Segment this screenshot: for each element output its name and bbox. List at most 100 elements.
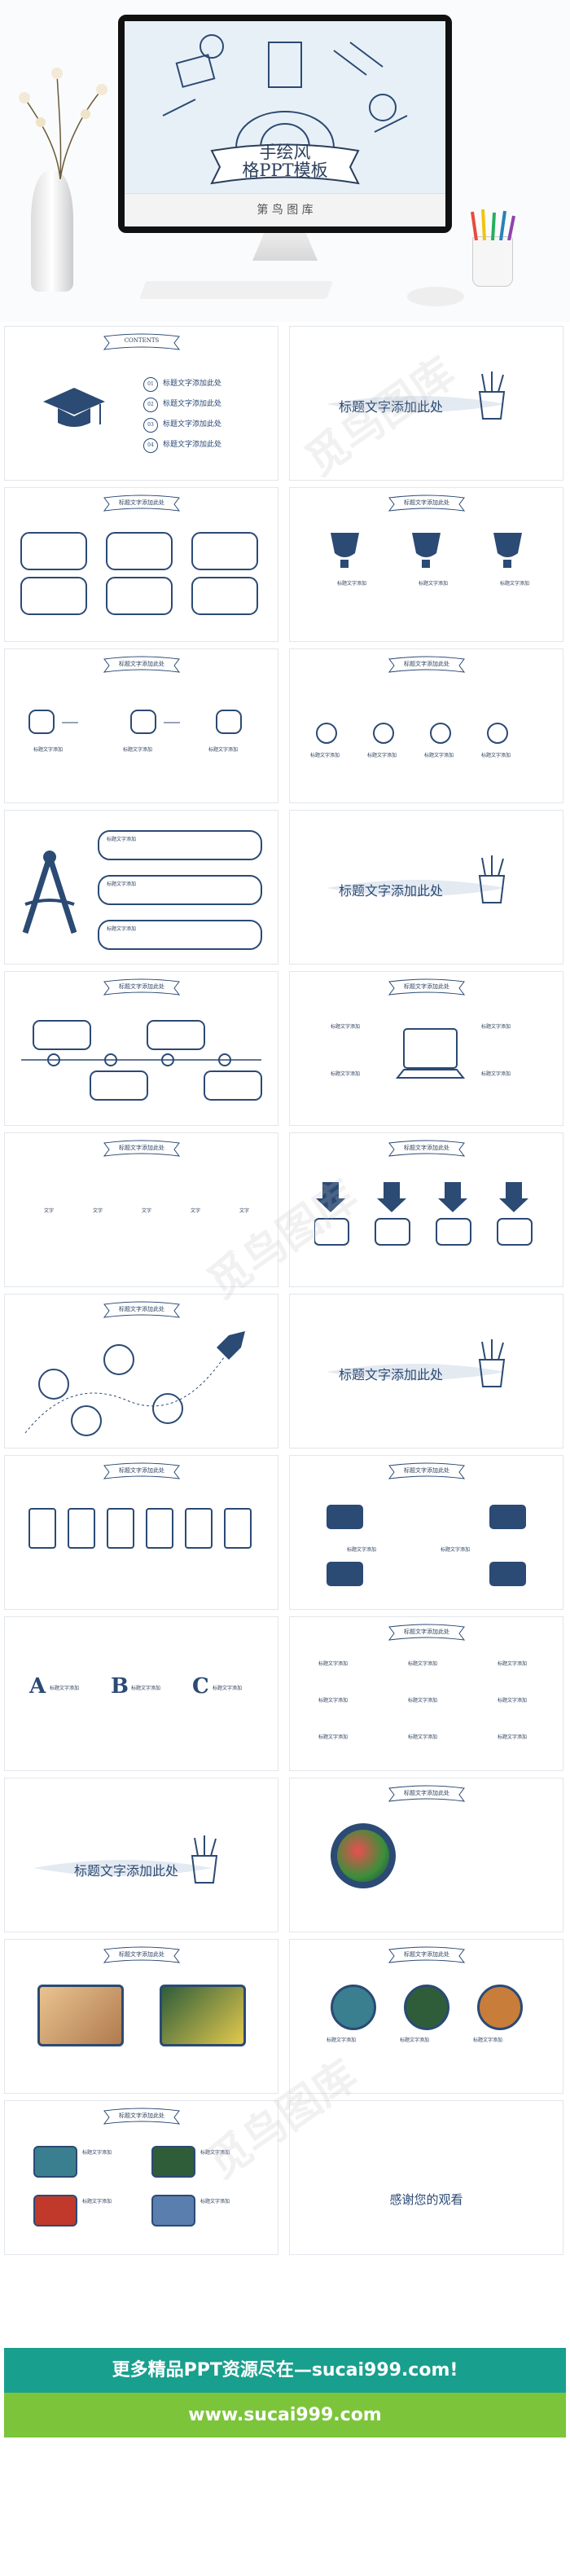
trophy-icon: [331, 533, 522, 568]
ribbon-icon: [103, 978, 181, 996]
ribbon-text: 标题文字添加此处: [404, 1790, 449, 1796]
ribbon-icon: [388, 1462, 466, 1479]
stamp-frames: [327, 1505, 526, 1586]
slide-section-2: 标题文字添加此处: [289, 810, 563, 965]
slide-process: 标题文字添加此处 标题文字添加 标题文字添加 标题文字添加: [4, 648, 278, 803]
circle-icons: [316, 723, 508, 744]
item-title: 标题文字添加: [498, 1661, 528, 1667]
ribbon-icon: [103, 2108, 181, 2125]
ribbon-icon: [388, 1946, 466, 1963]
item-title: 标题文字添加: [131, 1686, 161, 1691]
letter-c-icon: C: [192, 1674, 209, 1699]
ribbon-icon: [103, 1301, 181, 1318]
item-title: 标题文字添加: [408, 1734, 438, 1740]
ribbon-text: 标题文字添加此处: [119, 1306, 164, 1312]
process-steps: [28, 710, 242, 734]
item-title: 标题文字添加: [367, 753, 397, 758]
item-title: 标题文字添加: [82, 2150, 112, 2156]
item-title: 标题文字添加: [327, 2038, 357, 2043]
slide-photo-circle: 标题文字添加此处: [289, 1778, 563, 1932]
item-title: 标题文字添加: [318, 1661, 349, 1667]
item-title: 标题文字添加: [200, 2199, 230, 2205]
slide-notebooks: 标题文字添加此处: [4, 1455, 278, 1610]
contents-ribbon-text: CONTENTS: [124, 337, 160, 344]
ribbon-icon: [388, 495, 466, 512]
item-title: 标题文字添加: [33, 747, 64, 753]
ribbon-text: 标题文字添加此处: [119, 983, 164, 990]
item-title: 标题文字添加: [208, 747, 239, 753]
ribbon-text: 标题文字添加此处: [119, 1467, 164, 1474]
circle-photo: [331, 1985, 376, 2030]
item-title: 标题文字添加: [481, 753, 511, 758]
icon-cards: [20, 532, 258, 615]
ribbon-text: 标题文字添加此处: [404, 1629, 449, 1635]
brush-stroke-icon: [327, 880, 506, 896]
ribbon-text: 标题文字添加此处: [119, 499, 164, 506]
item-title: 标题文字添加: [50, 1686, 80, 1691]
small-photo: [151, 2146, 195, 2178]
item-title: 标题文字添加: [331, 1071, 361, 1077]
letter-b-icon: B: [111, 1674, 129, 1699]
item-title: 标题文字添加: [408, 1661, 438, 1667]
scroll-banners: [98, 830, 262, 950]
pencil-cup-icon: [478, 371, 506, 420]
item-title: 标题文字添加: [123, 747, 153, 753]
down-arrow-icons: [314, 1182, 533, 1246]
pencil-cup: [472, 236, 513, 287]
mouse: [407, 287, 464, 306]
ribbon-icon: [103, 1140, 181, 1157]
slide-compass: 标题文字添加 标题文字添加 标题文字添加: [4, 810, 278, 965]
ribbon-text: 标题文字添加此处: [119, 1145, 164, 1151]
brush-stroke-icon: [327, 1364, 506, 1380]
notebook-icons: [28, 1508, 252, 1549]
doodle-illustration: [162, 34, 408, 149]
slide-rocket: 标题文字添加此处: [4, 1294, 278, 1448]
item-title: 标题文字添加: [82, 2199, 112, 2205]
slide-arrows: 标题文字添加此处: [289, 1132, 563, 1287]
flower-decoration: [19, 68, 107, 179]
item-title: 标题文字添加: [107, 926, 137, 932]
brush-stroke-icon: [33, 1860, 213, 1876]
classroom-photo: [37, 1985, 124, 2046]
rocket-path: [24, 1331, 245, 1436]
slide-frames: 标题文字添加此处 标题文字添加 标题文字添加: [289, 1455, 563, 1610]
monitor-stand: [252, 233, 318, 261]
promo-banner-top[interactable]: 更多精品PPT资源尽在—sucai999.com!: [4, 2348, 566, 2393]
ribbon-icon: [103, 495, 181, 512]
hero-title: 手绘风 格PPT模板: [208, 143, 362, 179]
hero-title-line1: 手绘风: [259, 143, 311, 162]
short-label: 文字: [191, 1208, 201, 1214]
small-photo: [33, 2195, 77, 2227]
item-title: 标题文字添加: [424, 753, 454, 758]
graduation-cap-icon: [43, 388, 105, 427]
ribbon-text: 标题文字添加此处: [404, 1467, 449, 1474]
item-title: 标题文字添加: [331, 1024, 361, 1030]
slide-five-icons: 标题文字添加此处 文字 文字 文字 文字 文字: [4, 1132, 278, 1287]
slide-four-icons: 标题文字添加此处 标题文字添加 标题文字添加 标题文字添加 标题文字添加: [289, 648, 563, 803]
ribbon-text: 标题文字添加此处: [404, 1951, 449, 1958]
ribbon-icon: [388, 1140, 466, 1157]
ribbon-icon: [388, 1624, 466, 1641]
slide-section-3: 标题文字添加此处: [289, 1294, 563, 1448]
promo-banner-bottom[interactable]: www.sucai999.com: [4, 2393, 566, 2438]
circle-photo: [404, 1985, 449, 2030]
short-label: 文字: [142, 1208, 152, 1214]
item-title: 标题文字添加: [318, 1734, 349, 1740]
slide-three-circles: 标题文字添加此处 标题文字添加 标题文字添加 标题文字添加: [289, 1939, 563, 2094]
ribbon-text: 标题文字添加此处: [404, 661, 449, 667]
ribbon-text: 标题文字添加此处: [119, 1951, 164, 1958]
laptop-icon: [396, 1028, 465, 1079]
ribbon-text: 标题文字添加此处: [119, 661, 164, 667]
keyboard: [138, 281, 334, 299]
pencils-icon: [471, 209, 515, 240]
item-title: 标题文字添加: [318, 1698, 349, 1703]
item-title: 标题文字添加: [337, 581, 367, 587]
item-title: 标题文字添加: [419, 581, 449, 587]
ribbon-icon: [103, 1462, 181, 1479]
photo-frame: [331, 1823, 396, 1888]
item-title: 标题文字添加: [441, 1547, 471, 1553]
